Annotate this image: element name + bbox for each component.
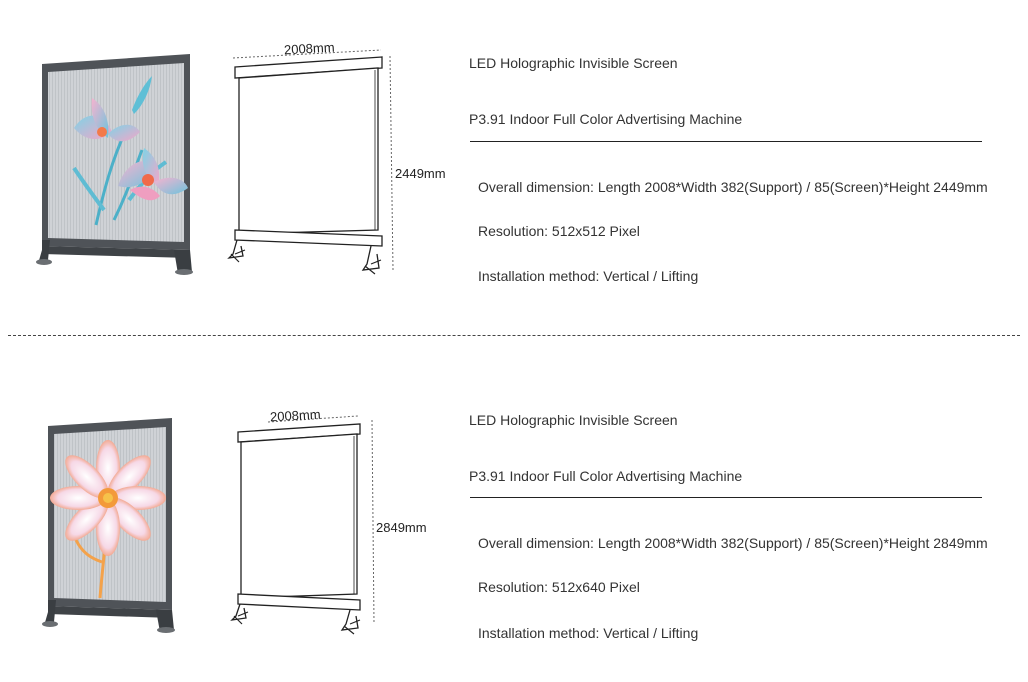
installation-method: Installation method: Vertical / Lifting (478, 625, 699, 641)
width-dimension-label: 2008mm (283, 39, 335, 58)
product-name: LED Holographic Invisible Screen (469, 55, 678, 71)
section-separator (8, 335, 1020, 336)
product-model: P3.91 Indoor Full Color Advertising Mach… (469, 468, 743, 484)
installation-method: Installation method: Vertical / Lifting (478, 268, 699, 284)
product-photo-flower (42, 418, 175, 633)
overall-dimension: Overall dimension: Length 2008*Width 382… (478, 179, 988, 195)
resolution: Resolution: 512x640 Pixel (478, 579, 640, 595)
divider (470, 141, 982, 142)
dimension-drawing (230, 415, 375, 635)
dimension-drawing (227, 49, 394, 275)
divider (470, 497, 982, 498)
product-section-1: 2008mm 2449mm LED Holographic Invisible … (0, 0, 1028, 320)
height-dimension-label: 2849mm (376, 520, 427, 535)
product-model: P3.91 Indoor Full Color Advertising Mach… (469, 111, 743, 127)
product-photo-lily (36, 54, 193, 275)
height-dimension-label: 2449mm (395, 166, 446, 181)
product-name: LED Holographic Invisible Screen (469, 412, 678, 428)
width-dimension-label: 2008mm (269, 406, 321, 425)
product-section-2: 2008mm 2849mm LED Holographic Invisible … (0, 356, 1028, 676)
resolution: Resolution: 512x512 Pixel (478, 223, 640, 239)
overall-dimension: Overall dimension: Length 2008*Width 382… (478, 535, 988, 551)
